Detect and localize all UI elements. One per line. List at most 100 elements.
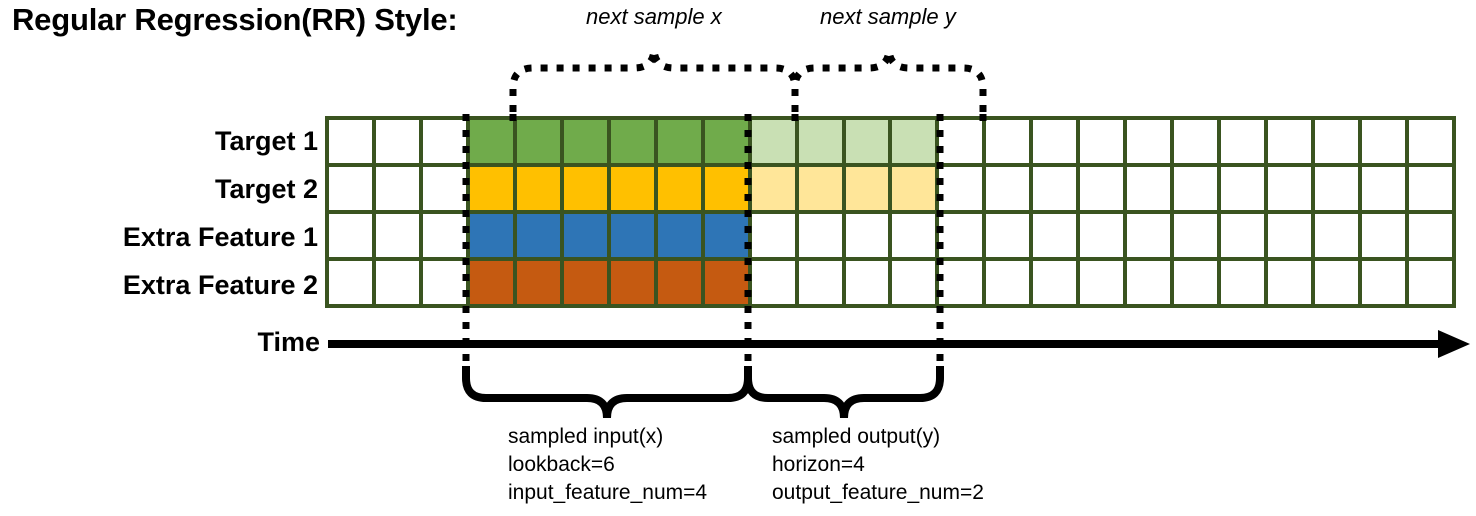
grid-cell-extra-feature-2-4: [516, 261, 560, 304]
time-axis-label: Time: [257, 327, 320, 357]
grid-cell-target-2-7: [657, 167, 701, 210]
grid-cell-extra-feature-2-8: [704, 261, 748, 304]
grid-cell-target-1-7: [657, 120, 701, 163]
grid-cell-target-2-22: [1362, 167, 1406, 210]
grid-cell-extra-feature-2-19: [1221, 261, 1265, 304]
grid-cell-target-2-0: [329, 167, 372, 210]
grid-cell-target-1-15: [1033, 120, 1077, 163]
caption-input-line-1: sampled input(x): [508, 425, 664, 448]
grid-cell-target-2-20: [1268, 167, 1312, 210]
grid-cell-target-1-20: [1268, 120, 1312, 163]
grid-cell-extra-feature-1-22: [1362, 214, 1406, 257]
grid-cell-extra-feature-1-10: [798, 214, 842, 257]
grid-cell-target-2-2: [422, 167, 466, 210]
grid-cell-target-2-11: [845, 167, 889, 210]
grid-cell-target-1-12: [892, 120, 936, 163]
grid-cell-extra-feature-1-6: [610, 214, 654, 257]
caption-input-line-2: lookback=6: [508, 452, 615, 476]
grid-cell-target-1-2: [422, 120, 466, 163]
grid-cell-extra-feature-2-15: [1033, 261, 1077, 304]
annotation-next-sample-x: next sample x: [586, 4, 722, 29]
row-label-column: Target 1 Target 2 Extra Feature 1 Extra …: [8, 0, 318, 516]
grid-cell-target-2-13: [939, 167, 983, 210]
grid-cell-extra-feature-1-5: [563, 214, 607, 257]
caption-input-line-3: input_feature_num=4: [508, 480, 708, 504]
grid-cell-target-2-19: [1221, 167, 1265, 210]
grid-cell-extra-feature-2-9: [751, 261, 795, 304]
grid-cell-extra-feature-2-21: [1315, 261, 1359, 304]
grid-cell-extra-feature-1-23: [1409, 214, 1452, 257]
row-label-extra-feature-2: Extra Feature 2: [122, 270, 318, 300]
grid-cell-extra-feature-1-17: [1127, 214, 1171, 257]
grid-cell-extra-feature-2-6: [610, 261, 654, 304]
grid-cell-target-1-18: [1174, 120, 1218, 163]
grid-cell-target-2-21: [1315, 167, 1359, 210]
grid-cell-target-1-19: [1221, 120, 1265, 163]
grid-cell-target-2-16: [1080, 167, 1124, 210]
grid-cell-extra-feature-2-11: [845, 261, 889, 304]
grid-cell-extra-feature-2-2: [422, 261, 466, 304]
grid-cell-target-1-11: [845, 120, 889, 163]
brace-sampled-input: [462, 366, 752, 419]
timeseries-grid: [325, 116, 1456, 308]
grid-cell-extra-feature-1-9: [751, 214, 795, 257]
grid-cell-target-2-6: [610, 167, 654, 210]
grid-cell-extra-feature-1-11: [845, 214, 889, 257]
grid-cell-target-1-16: [1080, 120, 1124, 163]
grid-cell-extra-feature-1-0: [329, 214, 372, 257]
grid-cell-target-2-3: [469, 167, 513, 210]
grid-cell-extra-feature-2-18: [1174, 261, 1218, 304]
grid-cell-target-1-10: [798, 120, 842, 163]
grid-cell-extra-feature-2-1: [375, 261, 419, 304]
caption-output-line-3: output_feature_num=2: [772, 480, 984, 504]
grid-cell-extra-feature-1-20: [1268, 214, 1312, 257]
brace-sampled-output: [744, 366, 944, 419]
grid-cell-target-1-17: [1127, 120, 1171, 163]
grid-cell-target-1-22: [1362, 120, 1406, 163]
row-label-extra-feature-1: Extra Feature 1: [122, 222, 318, 252]
page-title: Regular Regression(RR) Style:: [12, 2, 458, 37]
annotation-next-sample-y: next sample y: [820, 4, 956, 29]
grid-cell-extra-feature-1-1: [375, 214, 419, 257]
grid-cell-extra-feature-2-7: [657, 261, 701, 304]
grid-cell-extra-feature-1-21: [1315, 214, 1359, 257]
grid-cell-target-2-4: [516, 167, 560, 210]
grid-cell-extra-feature-2-5: [563, 261, 607, 304]
grid-cell-extra-feature-2-17: [1127, 261, 1171, 304]
grid-cell-target-1-1: [375, 120, 419, 163]
grid-cell-target-1-4: [516, 120, 560, 163]
grid-cell-extra-feature-2-14: [986, 261, 1030, 304]
grid-cell-extra-feature-2-23: [1409, 261, 1452, 304]
grid-cell-target-1-21: [1315, 120, 1359, 163]
grid-cell-target-1-5: [563, 120, 607, 163]
caption-output-line-2: horizon=4: [772, 452, 865, 476]
grid-cell-target-1-0: [329, 120, 372, 163]
grid-cell-extra-feature-1-19: [1221, 214, 1265, 257]
grid-cell-target-1-6: [610, 120, 654, 163]
grid-cell-extra-feature-1-7: [657, 214, 701, 257]
grid-cell-extra-feature-2-3: [469, 261, 513, 304]
grid-cell-extra-feature-2-0: [329, 261, 372, 304]
grid-cell-extra-feature-2-12: [892, 261, 936, 304]
grid-cell-target-2-14: [986, 167, 1030, 210]
grid-cell-extra-feature-2-22: [1362, 261, 1406, 304]
grid-cell-extra-feature-2-20: [1268, 261, 1312, 304]
grid-cell-target-1-23: [1409, 120, 1452, 163]
grid-cell-extra-feature-1-8: [704, 214, 748, 257]
caption-sampled-output: sampled output(y) horizon=4 output_featu…: [772, 423, 984, 507]
caption-output-line-1: sampled output(y): [772, 425, 941, 448]
grid-cell-target-2-9: [751, 167, 795, 210]
grid-cell-target-2-8: [704, 167, 748, 210]
grid-cell-extra-feature-1-2: [422, 214, 466, 257]
grid-cell-target-2-18: [1174, 167, 1218, 210]
grid-cell-target-2-1: [375, 167, 419, 210]
grid-cell-extra-feature-1-16: [1080, 214, 1124, 257]
grid-cell-extra-feature-1-4: [516, 214, 560, 257]
grid-cell-extra-feature-1-13: [939, 214, 983, 257]
grid-cell-extra-feature-1-12: [892, 214, 936, 257]
caption-sampled-input: sampled input(x) lookback=6 input_featur…: [508, 423, 707, 507]
grid-cell-target-2-17: [1127, 167, 1171, 210]
grid-cell-extra-feature-2-13: [939, 261, 983, 304]
grid-cell-extra-feature-1-14: [986, 214, 1030, 257]
